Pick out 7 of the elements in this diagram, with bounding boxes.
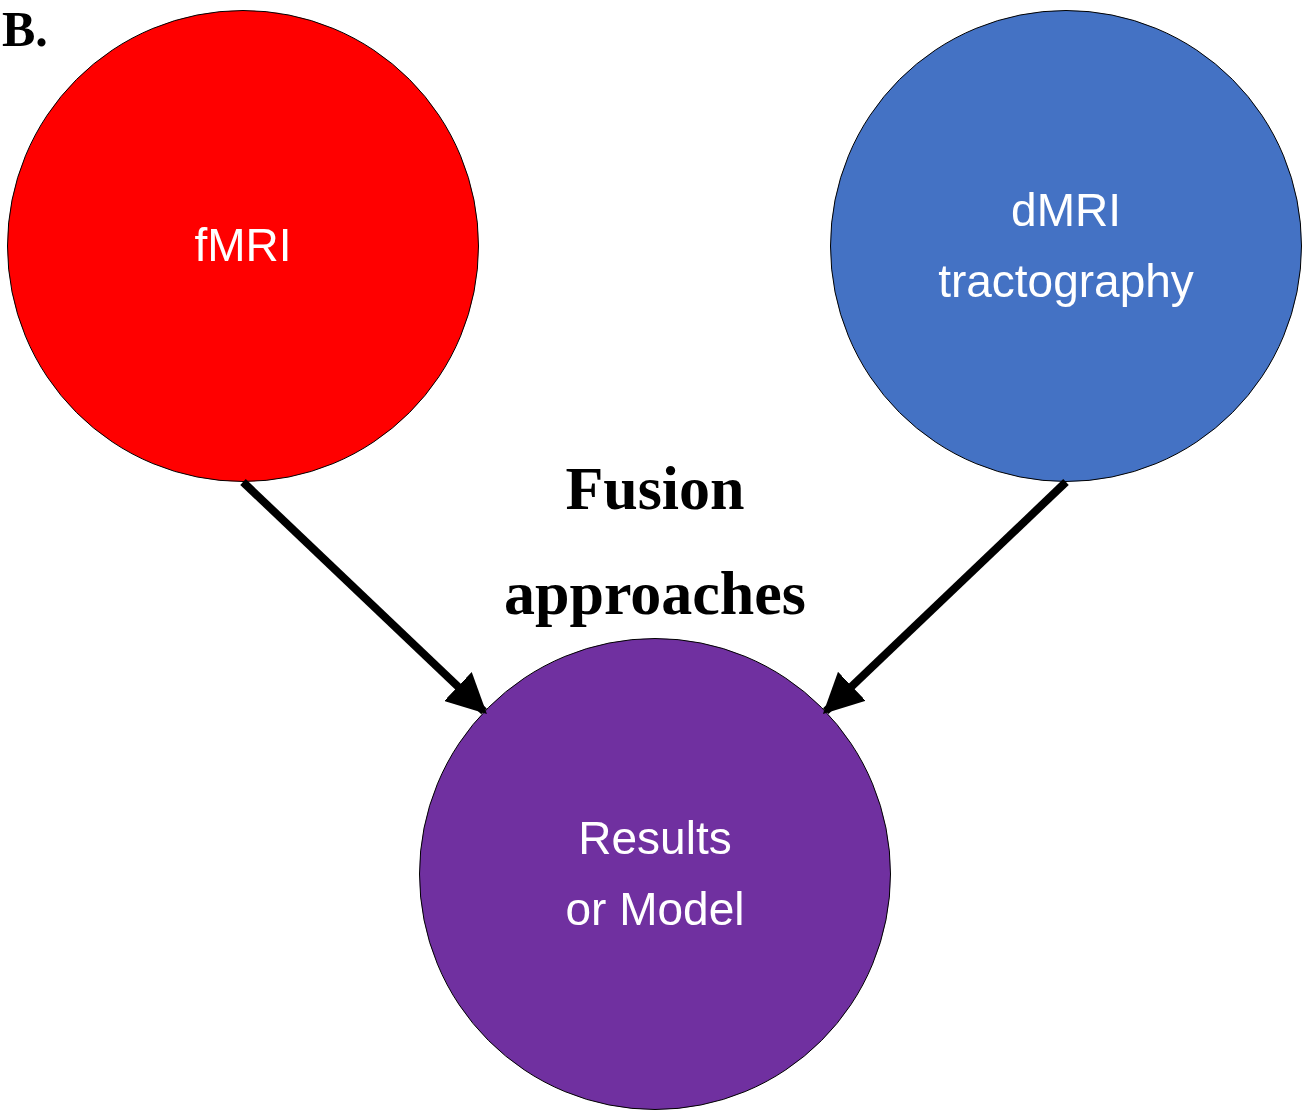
arrow	[240, 479, 487, 715]
node-label: Results or Model	[565, 810, 745, 937]
node-label: dMRI tractography	[937, 182, 1195, 309]
node-label: fMRI	[193, 218, 293, 274]
arrow	[822, 479, 1069, 714]
heading-label: Fusion approaches	[503, 453, 807, 630]
panel-letter: B.	[2, 4, 48, 54]
